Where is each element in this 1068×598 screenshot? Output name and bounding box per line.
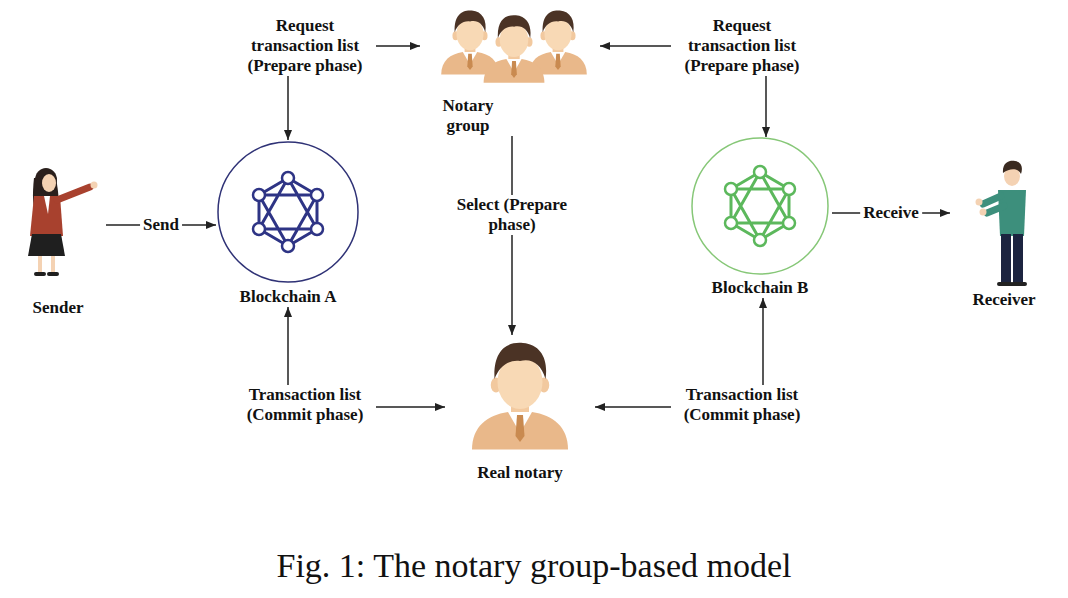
node-label: Blockchain B <box>712 278 809 298</box>
receiver-leg <box>1013 234 1023 282</box>
real-notary-person <box>472 343 568 450</box>
notary-person <box>441 10 499 74</box>
blockchain-circle <box>218 142 358 282</box>
sender-hand <box>91 182 98 189</box>
sender-shoes <box>36 272 57 276</box>
notary-person <box>484 15 545 83</box>
edge-label: Request transaction list (Prepare phase) <box>234 16 376 76</box>
receiver-leg <box>1001 234 1011 282</box>
receiver-hand <box>980 209 987 216</box>
receiver-shoes <box>999 282 1025 286</box>
notary-person <box>529 10 587 74</box>
edge-label-box: Select (Prepare phase) <box>441 195 583 235</box>
real-notary-node: Real notary <box>445 335 595 483</box>
edge-label-box: Transaction list (Commit phase) <box>671 385 813 425</box>
blockchain-node: Blockchain B <box>688 137 832 298</box>
sender-legs <box>40 256 53 272</box>
sender-arm <box>57 187 90 200</box>
receiver-arm <box>983 196 1001 204</box>
receiver-hair <box>1003 161 1022 174</box>
edge-label: Send <box>140 215 182 235</box>
edge-label: Transaction list (Commit phase) <box>234 385 376 425</box>
edge-label-box: Transaction list (Commit phase) <box>234 385 376 425</box>
edge-label: Transaction list (Commit phase) <box>671 385 813 425</box>
sender-skirt <box>28 234 65 256</box>
edge-label-box: Request transaction list (Prepare phase) <box>234 16 376 76</box>
blockchain-node: Blockchain A <box>216 140 360 307</box>
edge-label: Request transaction list (Prepare phase) <box>671 16 813 76</box>
blockchain-network-icon <box>725 166 795 246</box>
receiver-figure <box>976 161 1027 284</box>
node-label: Sender <box>33 298 84 318</box>
sender-shirt <box>44 196 50 214</box>
edge-label-box: Send <box>140 215 182 235</box>
edge-label-box: Request transaction list (Prepare phase) <box>671 16 813 76</box>
node-label: Notary group <box>428 96 508 136</box>
sender-hair <box>35 168 57 192</box>
receiver-hand <box>976 199 983 206</box>
edge-label: Select (Prepare phase) <box>441 195 583 235</box>
blockchain-circle <box>692 138 828 274</box>
edge-label: Receive <box>860 203 922 223</box>
node-label: Real notary <box>477 463 562 483</box>
node-label: Receiver <box>972 290 1035 310</box>
notary-group-node: Notary group <box>420 8 600 136</box>
blockchain-network-icon <box>253 172 323 252</box>
receiver-arm <box>987 206 1004 213</box>
node-label: Blockchain A <box>240 287 337 307</box>
edge-label-box: Receive <box>860 203 922 223</box>
figure-caption: Fig. 1: The notary group-based model <box>0 546 1068 586</box>
receiver-node: Receiver <box>950 160 1058 310</box>
sender-face <box>42 174 56 192</box>
connector-arrow <box>511 136 513 335</box>
sender-node: Sender <box>10 165 106 318</box>
sender-figure <box>28 168 98 274</box>
